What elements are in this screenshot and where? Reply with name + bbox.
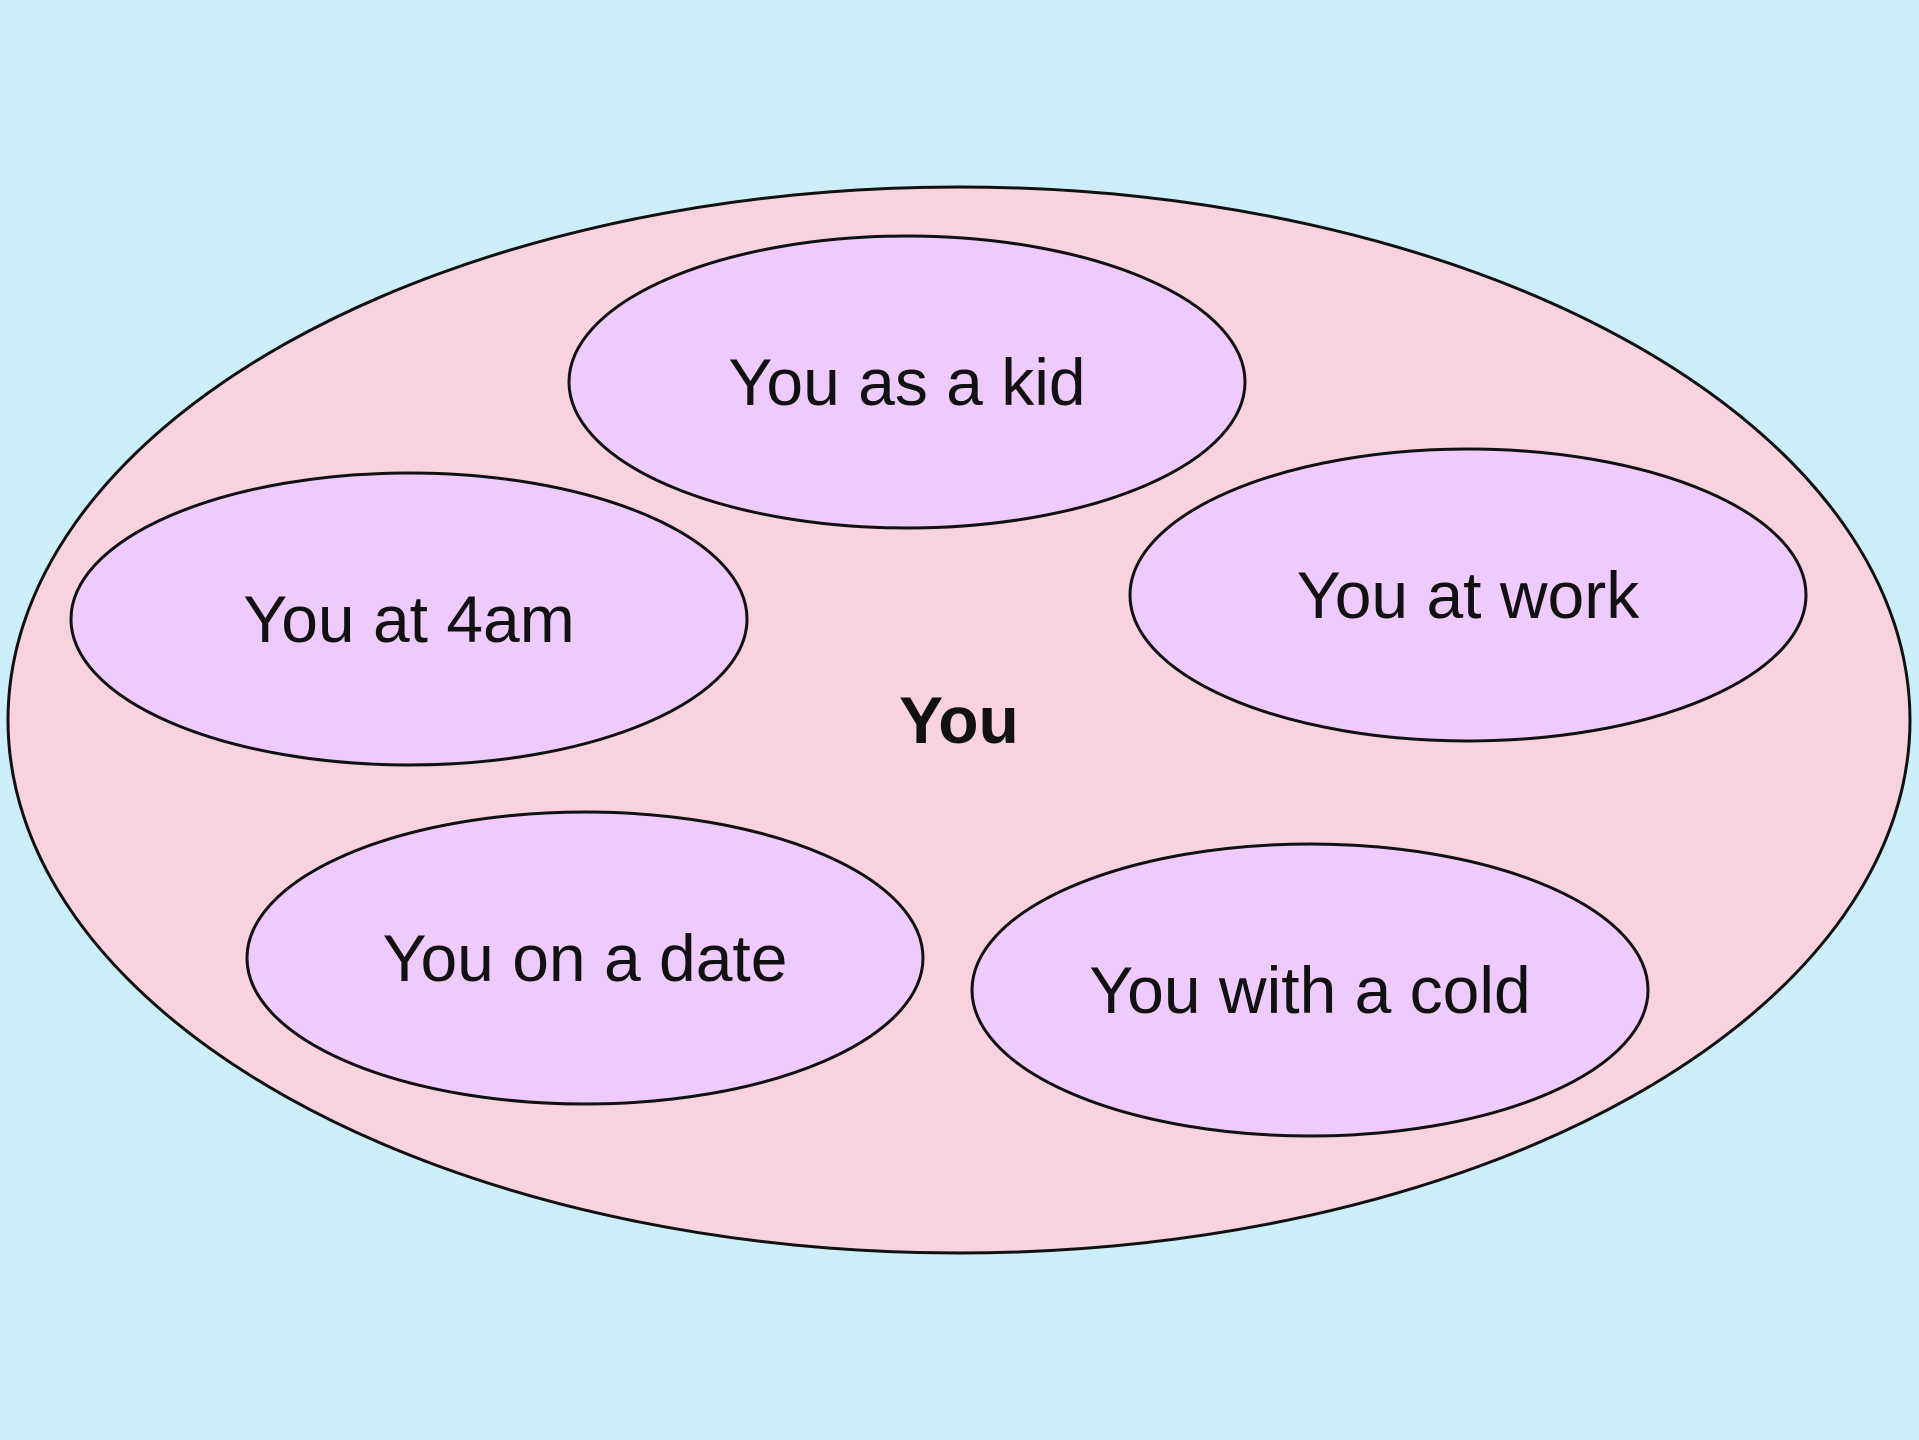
- self-kid-group: You as a kid: [567, 234, 1247, 530]
- self-4am-ellipse: [69, 471, 749, 767]
- self-date-ellipse: [245, 810, 925, 1106]
- self-cold-ellipse: [970, 842, 1650, 1138]
- self-4am-label: You at 4am: [243, 582, 574, 656]
- self-cold-label: You with a cold: [1089, 953, 1531, 1027]
- self-cold-group: You with a cold: [970, 842, 1650, 1138]
- self-kid-ellipse: [567, 234, 1247, 530]
- self-date-label: You on a date: [383, 921, 788, 995]
- outer-self-label: You: [899, 683, 1019, 757]
- self-work-label: You at work: [1297, 558, 1640, 632]
- self-kid-label: You as a kid: [728, 345, 1085, 419]
- self-date-group: You on a date: [245, 810, 925, 1106]
- self-work-group: You at work: [1128, 447, 1808, 743]
- self-work-ellipse: [1128, 447, 1808, 743]
- self-4am-group: You at 4am: [69, 471, 749, 767]
